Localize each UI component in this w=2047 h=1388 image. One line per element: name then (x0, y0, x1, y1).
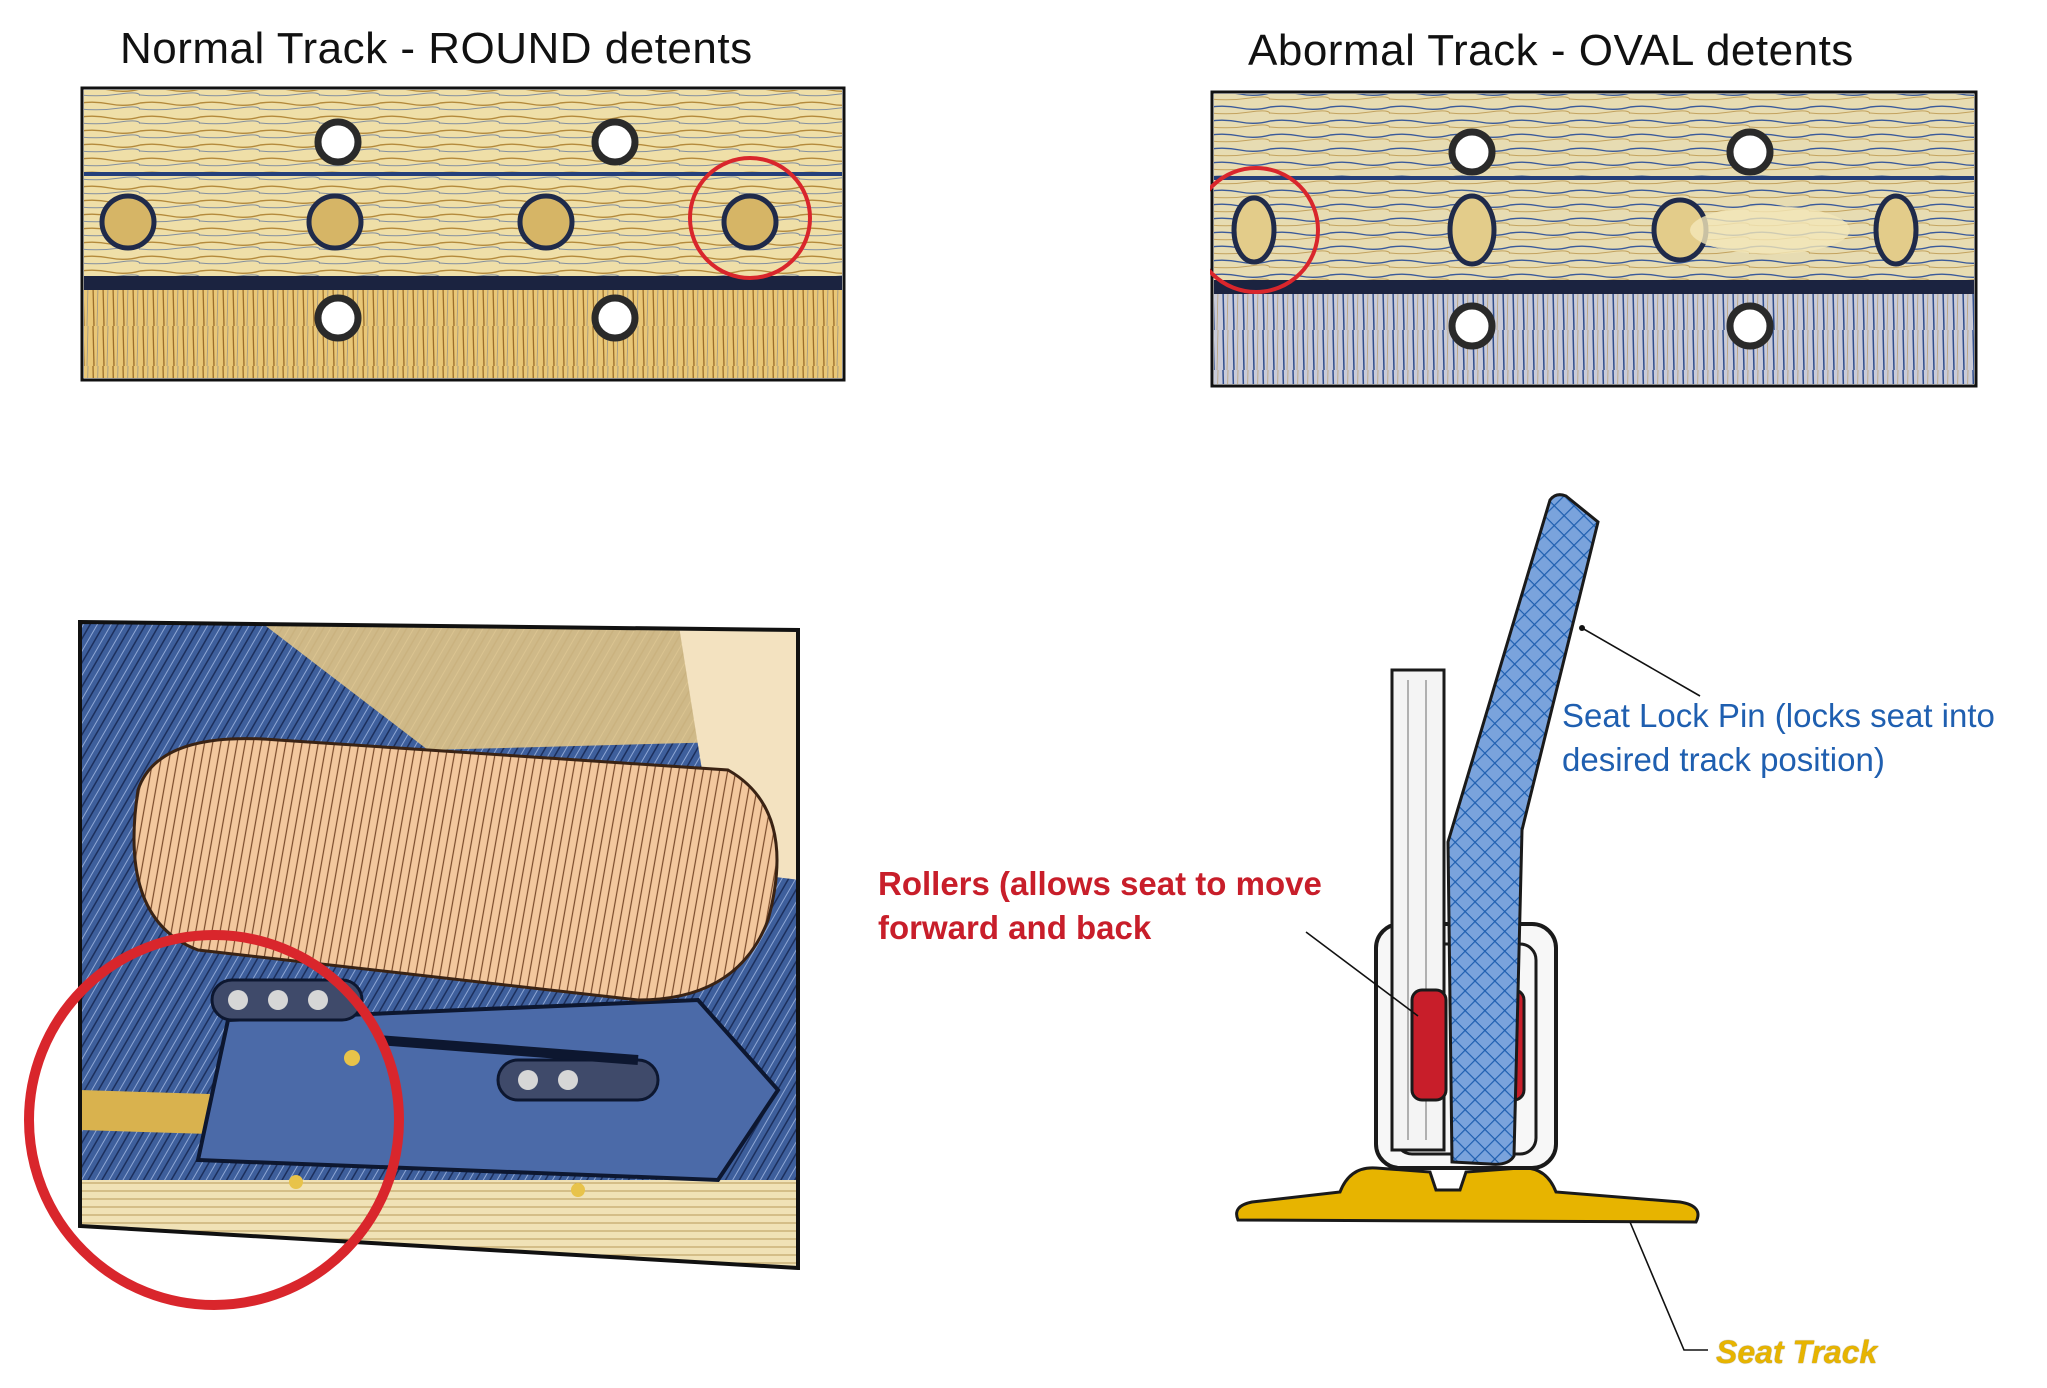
roller-housing (1374, 922, 1558, 1170)
seat-track-leader (1629, 1221, 1708, 1351)
upper-holes (314, 118, 639, 166)
upper-holes (1448, 128, 1774, 176)
seat-frame (195, 997, 781, 1183)
lock-pin-leader (1581, 627, 1701, 697)
center-rail (84, 174, 842, 278)
lower-rail (1214, 294, 1974, 384)
oval-detents (1231, 193, 1919, 267)
seat-lock-pin (1446, 493, 1600, 1166)
floor-panel (80, 1180, 798, 1268)
seat-track-base (1235, 1166, 1700, 1224)
highlight-circle (688, 156, 812, 280)
roller-right (1488, 988, 1526, 1102)
normal-track-illustration (80, 86, 846, 382)
lower-rail (84, 290, 842, 378)
abnormal-track-illustration (1210, 90, 1978, 388)
center-rail (1214, 178, 1974, 282)
highlight-circle (1210, 166, 1320, 294)
seat-underside-illustration (78, 620, 800, 1270)
round-detents (99, 193, 779, 251)
upper-rail (84, 90, 842, 172)
rear-linkage (496, 1058, 660, 1102)
lower-holes (1448, 302, 1774, 350)
latch-plate (210, 978, 364, 1022)
rollers-label: Rollers (allows seat to move forward and… (878, 865, 1322, 946)
roller-left (1410, 988, 1448, 1102)
support-post (1390, 668, 1446, 1152)
seat-lock-pin-label: Seat Lock Pin (locks seat into desired t… (1562, 697, 1995, 778)
seat-track-label: Seat Track (1716, 1334, 1878, 1370)
normal-track-title: Normal Track - ROUND detents (120, 24, 753, 73)
abnormal-track-title: Abormal Track - OVAL detents (1248, 26, 1854, 75)
upper-rail (1214, 94, 1974, 176)
lower-holes (314, 294, 639, 342)
